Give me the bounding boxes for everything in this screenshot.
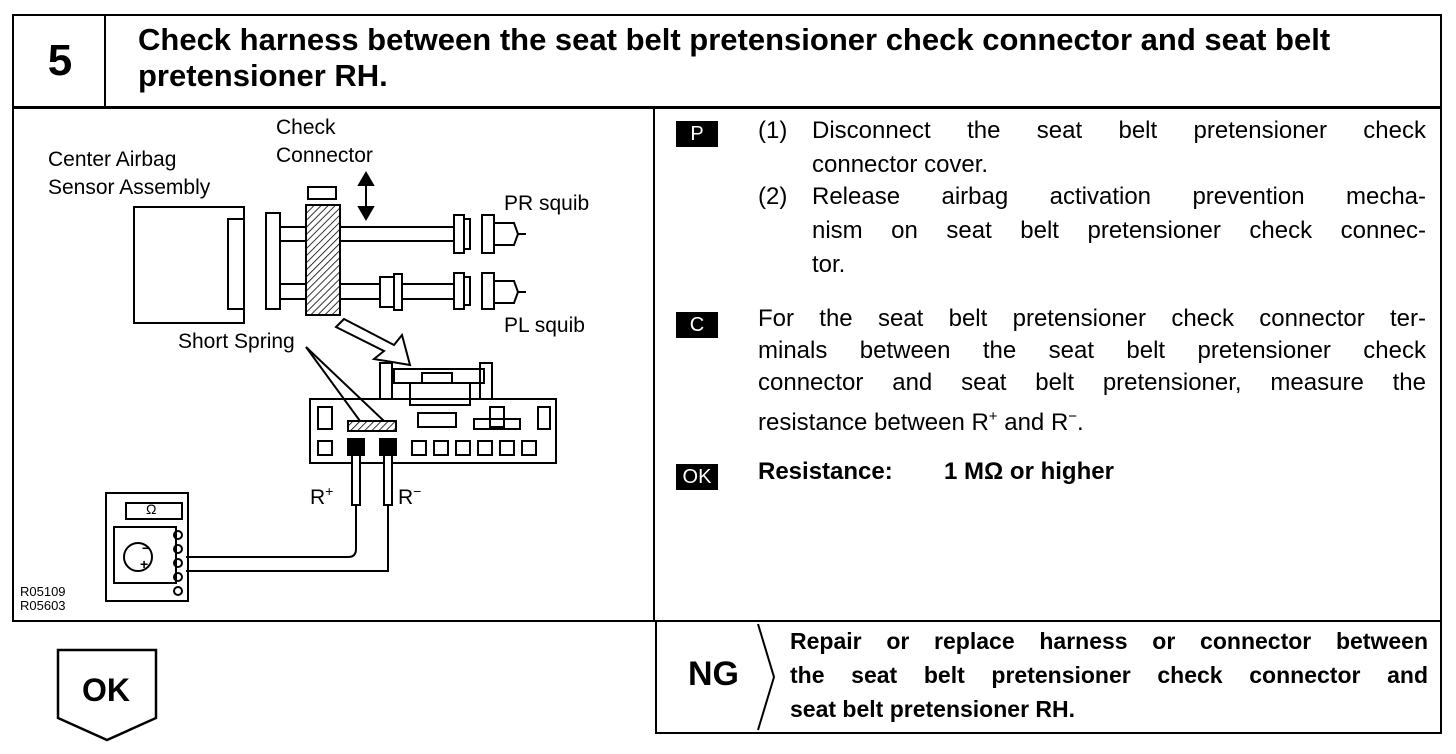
check-line4: resistance between R+ and R−. xyxy=(758,408,1084,436)
procedure-badge-p: P xyxy=(676,121,718,147)
ng-chevron-shape xyxy=(757,623,776,731)
sensor-connector-shape xyxy=(227,218,245,310)
resistance-label: Resistance: xyxy=(758,458,893,485)
resistance-value: 1 MΩ or higher xyxy=(944,458,1114,485)
r-plus-label: R+ xyxy=(310,483,334,509)
wiring-diagram: Check Connector Center Airbag Sensor Ass… xyxy=(14,109,652,620)
check-connector-label-line2: Connector xyxy=(276,144,373,167)
ng-result-text: Repair or replace harness or connector b… xyxy=(790,624,1428,726)
step-number: 5 xyxy=(16,16,106,106)
check-connector-shape xyxy=(305,204,341,316)
check-connector-label-line1: Check xyxy=(276,116,336,139)
wiring-diagram-svg xyxy=(105,171,557,602)
figure-code-1: R05109 xyxy=(20,584,66,599)
check-line1: For the seat belt pretensioner check con… xyxy=(758,305,1426,332)
step-p1-number: (1) xyxy=(758,117,788,144)
pl-squib-label: PL squib xyxy=(504,314,585,337)
check-badge-c: C xyxy=(676,312,718,338)
ng-text-line3: seat belt pretensioner RH. xyxy=(790,696,1076,722)
ohmmeter-display-shape xyxy=(125,502,183,520)
meter-minus-label: − xyxy=(142,540,151,556)
ok-result-shape xyxy=(56,648,158,742)
ng-result-box xyxy=(655,620,1442,734)
connector-face-shape xyxy=(309,398,557,464)
ng-text-line1: Repair or replace harness or connector b… xyxy=(790,628,1428,654)
connector-cover-shape xyxy=(307,186,337,200)
step-p1-line2: connector cover. xyxy=(812,151,989,178)
sensor-assembly-label-line1: Center Airbag xyxy=(48,148,177,171)
r-minus-label: R− xyxy=(398,483,422,509)
pr-squib-label: PR squib xyxy=(504,192,590,215)
ohm-symbol-label: Ω xyxy=(146,501,157,517)
step-title: Check harness between the seat belt pret… xyxy=(138,22,1331,93)
panel-divider xyxy=(653,107,655,622)
step-p2-line2: nism on seat belt pretensioner check con… xyxy=(812,217,1426,244)
step-p1-line1: Disconnect the seat belt pretensioner ch… xyxy=(812,117,1426,144)
ok-result-label: OK xyxy=(82,672,130,708)
short-spring-shape xyxy=(347,420,397,432)
step-p2-number: (2) xyxy=(758,183,788,210)
step-p2-line3: tor. xyxy=(812,251,846,278)
check-line2: minals between the seat belt pretensione… xyxy=(758,337,1426,364)
short-spring-label: Short Spring xyxy=(178,330,295,353)
ng-text-line2: the seat belt pretensioner check connect… xyxy=(790,662,1428,688)
meter-plus-label: + xyxy=(140,556,149,572)
check-line3: connector and seat belt pretensioner, me… xyxy=(758,369,1426,396)
sensor-assembly-label-line2: Sensor Assembly xyxy=(48,176,211,199)
ohmmeter-shape xyxy=(105,492,189,602)
ohmmeter-dial-shape xyxy=(123,542,153,572)
figure-code-2: R05603 xyxy=(20,598,66,613)
ng-result-label: NG xyxy=(688,655,739,693)
ok-badge: OK xyxy=(676,464,718,490)
step-p2-line1: Release airbag activation prevention mec… xyxy=(812,183,1426,210)
